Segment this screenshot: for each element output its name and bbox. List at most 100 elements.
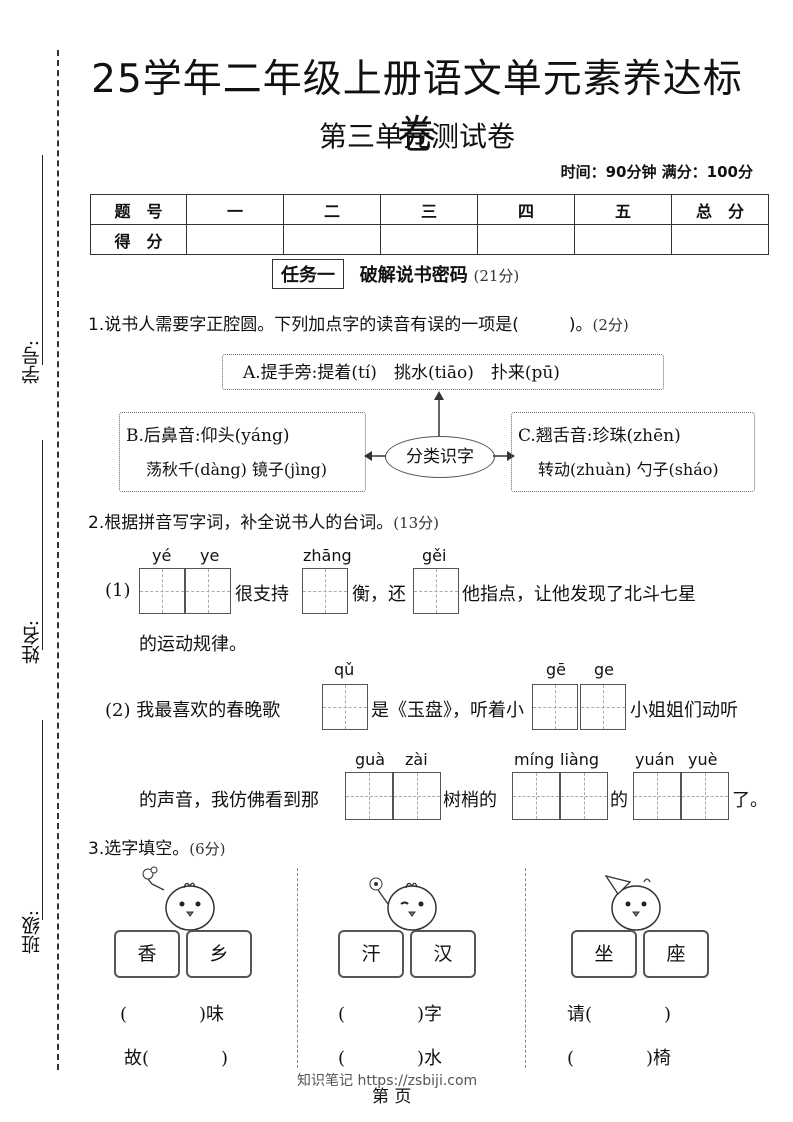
q1-option-a: A.提手旁:提着(tí) 挑水(tiāo) 扑来(pū)	[222, 354, 664, 390]
q2-points: (13分)	[393, 514, 440, 532]
char-card[interactable]: 坐	[571, 930, 637, 978]
q2-line1-label: (1)	[105, 580, 131, 601]
q1-option-b-line2: 荡秋千(dàng) 镜子(jìng)	[146, 460, 328, 479]
char-card[interactable]: 乡	[186, 930, 252, 978]
pinyin: qǔ	[334, 660, 355, 679]
q2-prompt: 2.根据拼音写字词，补全说书人的台词。(13分)	[88, 508, 439, 533]
pinyin: gē	[546, 660, 566, 679]
xuehao-label: 学号:	[21, 340, 43, 385]
watermark: 知识笔记 https://zsbiji.com	[297, 1073, 478, 1089]
score-col: 总 分	[671, 194, 769, 225]
xingming-label: 姓名:	[21, 620, 43, 665]
fill-blank[interactable]: ( )字	[338, 1004, 443, 1025]
page-footer: 第 页	[372, 1087, 412, 1107]
q1-option-c-line2: 转动(zhuàn) 勺子(sháo)	[538, 460, 719, 479]
task1-points: (21分)	[473, 267, 520, 285]
q2-line1-text: 很支持	[235, 584, 289, 605]
score-col: 三	[380, 194, 478, 225]
tianzi-grid[interactable]	[633, 772, 729, 820]
arrow-up-icon	[434, 391, 444, 436]
pinyin: ye	[200, 546, 220, 565]
score-cell[interactable]	[380, 224, 478, 255]
fill-blank[interactable]: 故( )	[124, 1048, 229, 1069]
score-cell[interactable]	[283, 224, 381, 255]
fill-blank[interactable]: ( )味	[120, 1004, 225, 1025]
q2-line1-text: 衡，还	[352, 584, 406, 605]
tianzi-grid[interactable]	[532, 684, 626, 730]
tianzi-grid[interactable]	[322, 684, 368, 730]
banji-label: 班级:	[21, 910, 43, 955]
score-cell[interactable]	[574, 224, 672, 255]
score-table-row2-label: 得 分	[90, 224, 187, 255]
q2-line1-text: 的运动规律。	[139, 634, 247, 655]
pinyin: míng	[514, 750, 555, 769]
q1-option-b-line1: B.后鼻音:仰头(yáng)	[126, 426, 290, 446]
q3-prompt: 3.选字填空。(6分)	[88, 834, 225, 859]
q2-line3-text: 了。	[732, 790, 768, 811]
q2-line2-text: (2) 我最喜欢的春晚歌	[105, 700, 281, 721]
time-info: 时间：90分钟 满分：100分	[560, 163, 753, 181]
score-col: 二	[283, 194, 381, 225]
score-cell[interactable]	[671, 224, 769, 255]
task1-box: 任务一	[272, 259, 344, 289]
fill-blank[interactable]: ( )椅	[567, 1048, 672, 1069]
column-divider	[297, 868, 298, 1068]
q1-points: (2分)	[592, 316, 629, 334]
q1-center-label: 分类识字	[385, 436, 495, 478]
q2-line1-text: 他指点，让他发现了北斗七星	[462, 584, 696, 605]
q2-text: 2.根据拼音写字词，补全说书人的台词。	[88, 513, 394, 533]
q1-text: 1.说书人需要字正腔圆。下列加点字的读音有误的一项是(	[88, 315, 519, 335]
page-subtitle: 第三单元测试卷	[318, 120, 515, 153]
task1-title: 破解说书密码	[359, 265, 468, 286]
tianzi-grid[interactable]	[345, 772, 441, 820]
score-col: 五	[574, 194, 672, 225]
fill-blank[interactable]: ( )水	[338, 1048, 443, 1069]
binding-dashed-line	[57, 50, 59, 1070]
xingming-line	[42, 440, 43, 650]
pinyin: yuè	[688, 750, 718, 769]
q2-line3-text: 树梢的	[443, 790, 497, 811]
q1-option-c-line1: C.翘舌音:珍珠(zhēn)	[518, 426, 681, 446]
tianzi-grid[interactable]	[139, 568, 231, 614]
pinyin: ge	[594, 660, 614, 679]
pinyin: zài	[405, 750, 428, 769]
column-divider	[525, 868, 526, 1068]
char-card[interactable]: 香	[114, 930, 180, 978]
chick-with-party-hat-icon	[604, 874, 661, 931]
q3-text: 3.选字填空。	[88, 839, 190, 859]
score-cell[interactable]	[186, 224, 284, 255]
q1-prompt: 1.说书人需要字正腔圆。下列加点字的读音有误的一项是( )。(2分)	[88, 310, 629, 335]
char-card[interactable]: 汗	[338, 930, 404, 978]
score-table-row1-label: 题 号	[90, 194, 187, 225]
q1-option-b: B.后鼻音:仰头(yáng) 荡秋千(dàng) 镜子(jìng)	[119, 412, 366, 492]
pinyin: zhāng	[303, 546, 352, 565]
xuehao-line	[42, 155, 43, 365]
q2-line3-text: 的	[610, 790, 628, 811]
q2-line2-text: 小姐姐们动听	[630, 700, 738, 721]
char-card[interactable]: 汉	[410, 930, 476, 978]
tianzi-grid[interactable]	[512, 772, 608, 820]
pinyin: guà	[355, 750, 386, 769]
chick-with-flower-icon	[142, 866, 215, 931]
pinyin: yuán	[635, 750, 675, 769]
pinyin: gěi	[422, 546, 447, 565]
q2-line3-text: 的声音，我仿佛看到那	[139, 790, 319, 811]
tianzi-grid[interactable]	[302, 568, 348, 614]
q2-line2-text: 是《玉盘》，听着小	[371, 700, 524, 721]
task1-header: 任务一 破解说书密码 (21分)	[272, 259, 519, 289]
banji-line	[42, 720, 43, 920]
arrow-left-icon	[364, 451, 386, 461]
score-col: 一	[186, 194, 284, 225]
score-cell[interactable]	[477, 224, 575, 255]
q1-text-end: )。	[568, 315, 593, 335]
pinyin: liàng	[560, 750, 599, 769]
score-table: 题 号 一 二 三 四 五 总 分 得 分	[90, 194, 769, 255]
page-title: 25学年二年级上册语文单元素养达标卷	[91, 57, 743, 158]
tianzi-grid[interactable]	[413, 568, 459, 614]
q1-option-c: C.翘舌音:珍珠(zhēn) 转动(zhuàn) 勺子(sháo)	[511, 412, 755, 492]
q3-points: (6分)	[189, 840, 226, 858]
char-card[interactable]: 座	[643, 930, 709, 978]
chick-with-flower-icon	[369, 877, 437, 931]
score-col: 四	[477, 194, 575, 225]
fill-blank[interactable]: 请( )	[567, 1004, 672, 1025]
